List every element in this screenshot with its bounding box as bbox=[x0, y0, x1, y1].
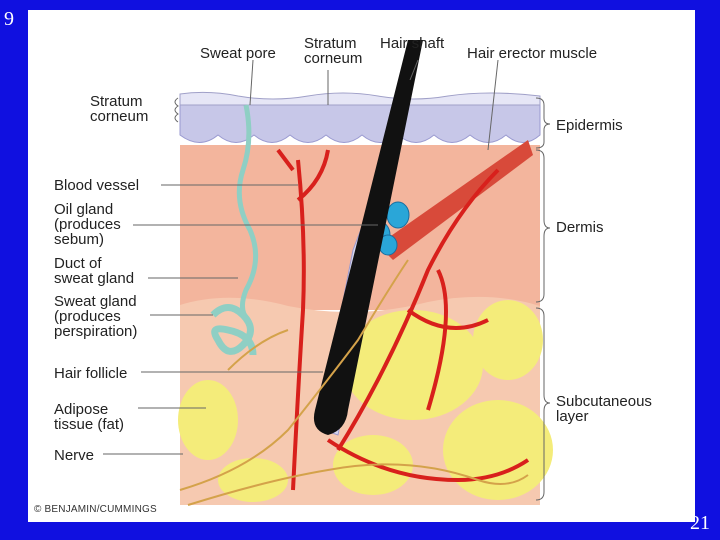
label-dermis: Dermis bbox=[556, 219, 604, 236]
label-hair-erector-muscle: Hair erector muscle bbox=[467, 45, 598, 62]
skin-cross-section-illustration bbox=[103, 40, 553, 506]
skin-diagram-panel: Sweat pore Stratum corneum Hair shaft Ha… bbox=[28, 10, 695, 522]
label-sweat-pore: Sweat pore bbox=[200, 45, 276, 62]
label-subcutaneous-layer: Subcutaneous layer bbox=[556, 393, 652, 425]
label-adipose-tissue: Adipose tissue (fat) bbox=[54, 401, 125, 433]
label-hair-follicle: Hair follicle bbox=[54, 365, 128, 382]
label-blood-vessel: Blood vessel bbox=[54, 177, 140, 194]
label-stratum-corneum-top: Stratum corneum bbox=[304, 35, 363, 67]
label-nerve: Nerve bbox=[54, 447, 95, 464]
slide-number-top: 9 bbox=[4, 8, 14, 30]
label-sweat-gland: Sweat gland (produces perspiration) bbox=[54, 293, 138, 340]
copyright-credit: © BENJAMIN/CUMMINGS bbox=[34, 504, 157, 515]
label-duct-of-sweat-gland: Duct of sweat gland bbox=[54, 255, 135, 287]
slide-number-bottom: 21 bbox=[690, 512, 710, 534]
label-oil-gland: Oil gland (produces sebum) bbox=[54, 201, 121, 248]
label-epidermis: Epidermis bbox=[556, 117, 623, 134]
label-hair-shaft: Hair shaft bbox=[380, 35, 445, 52]
label-stratum-corneum: Stratum corneum bbox=[90, 93, 149, 125]
